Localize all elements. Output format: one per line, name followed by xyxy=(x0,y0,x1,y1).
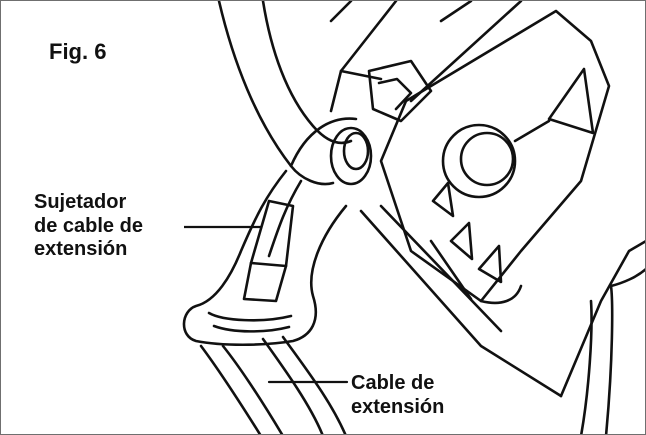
cable-clip-label-line-1: Sujetador xyxy=(34,191,127,213)
handle-bracket xyxy=(329,1,645,434)
extension-cable-label: Cable de extensión xyxy=(351,372,471,420)
extension-cable-label-line-1: Cable de xyxy=(351,372,435,394)
figure-number-label: Fig. 6 xyxy=(49,39,107,64)
cable-clip-drawing xyxy=(182,126,373,347)
cable-clip-label-line-3: extensión xyxy=(34,238,128,261)
handle-tube xyxy=(217,1,358,186)
extension-cable-drawing xyxy=(199,335,347,434)
cable-clip-label: Sujetador de cable de extensión xyxy=(34,191,184,262)
control-box xyxy=(367,1,611,305)
extension-cable-label-line-2: extensión xyxy=(351,395,445,418)
cable-clip-label-line-2: de cable de xyxy=(34,214,143,237)
